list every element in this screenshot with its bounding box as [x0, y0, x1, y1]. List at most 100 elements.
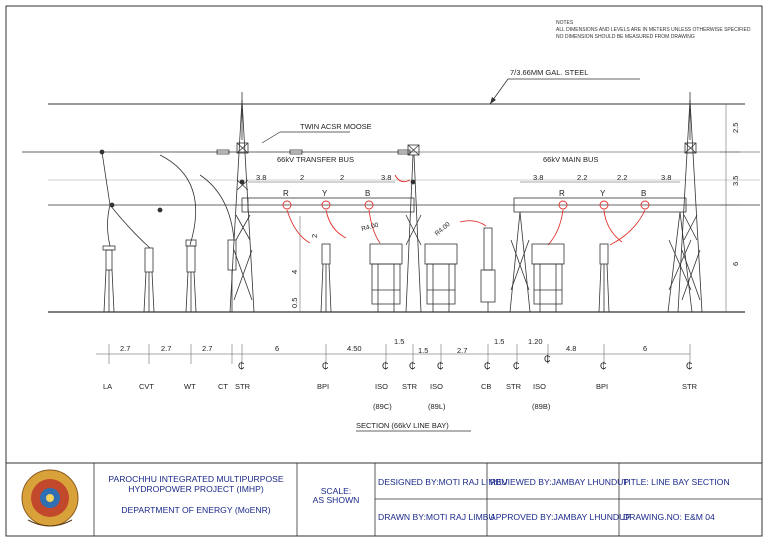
conductor-label: TWIN ACSR MOOSE	[300, 122, 372, 131]
hdim-5: 4.50	[347, 344, 362, 353]
right-gantry-tower	[677, 92, 703, 313]
transfer-dim-1: 3.8	[256, 173, 266, 182]
circuit-breaker	[480, 227, 496, 312]
bottom-dimension-line	[96, 344, 691, 364]
lightning-arrester	[102, 245, 116, 313]
label-la: LA	[103, 382, 112, 391]
main-dim-3: 2.2	[617, 173, 627, 182]
conductor-callout: TWIN ACSR MOOSE	[261, 122, 372, 144]
reviewed-by: REVIEWED BY:JAMBAY LHUNDUP	[490, 477, 630, 487]
vdim-equip-height: 4	[290, 270, 299, 274]
label-str-4: STR	[682, 382, 698, 391]
label-cvt: CVT	[139, 382, 154, 391]
transfer-bus-phase-circles	[282, 200, 374, 210]
hdim-6: 1.5	[394, 337, 404, 346]
centerline-iso-89b: ₵	[544, 354, 551, 364]
main-dim-2: 2.2	[577, 173, 587, 182]
phase-label-y-main: Y	[600, 189, 606, 198]
main-bus-phase-circles	[558, 200, 650, 210]
transfer-dim-4: 3.8	[381, 173, 391, 182]
phase-label-r-main: R	[559, 189, 565, 198]
hdim-2: 2.7	[161, 344, 171, 353]
label-bpi-1: BPI	[317, 382, 329, 391]
wave-trap-equipment	[185, 239, 197, 313]
cvt-equipment	[143, 247, 155, 313]
bpi-right-equipment	[598, 243, 610, 313]
main-bus-label: 66kV MAIN BUS	[543, 155, 598, 164]
hdim-12: 6	[643, 344, 647, 353]
centerline-bpi-left: ₵	[322, 361, 329, 371]
sheet-border	[5, 5, 763, 537]
hdim-3: 2.7	[202, 344, 212, 353]
project-name-line-2: HYDROPOWER PROJECT (IMHP)	[128, 484, 264, 494]
notes-heading: NOTES	[556, 20, 574, 26]
line-entry-conductors	[99, 149, 416, 249]
approved-by: APPROVED BY:JAMBAY LHUNDUP	[490, 512, 632, 522]
transfer-bus-beam	[241, 197, 415, 213]
hdim-11: 4.8	[566, 344, 576, 353]
label-ct: CT	[218, 382, 228, 391]
label-wt: WT	[184, 382, 196, 391]
centerline-iso-89c: ₵	[382, 361, 389, 371]
phase-label-b-main: B	[641, 189, 646, 198]
label-str-1: STR	[235, 382, 251, 391]
vdim-bus: 3.5	[731, 176, 740, 186]
label-iso-3: ISO	[533, 382, 546, 391]
label-str-3: STR	[506, 382, 522, 391]
phase-label-y-transfer: Y	[322, 189, 328, 198]
drawing-title: TITLE: LINE BAY SECTION	[623, 477, 730, 487]
label-iso-89c: (89C)	[373, 402, 392, 411]
current-transformer-equipment	[227, 239, 237, 312]
main-dim-4: 3.8	[661, 173, 671, 182]
vdim-bpi-rise: 2	[310, 234, 319, 238]
isolator-89c	[369, 243, 403, 312]
centerline-str-left: ₵	[238, 361, 245, 371]
label-iso-2: ISO	[430, 382, 443, 391]
right-vertical-dimension	[720, 104, 740, 312]
emblem-logo	[21, 469, 79, 527]
label-cb: CB	[481, 382, 491, 391]
centerline-bpi-right: ₵	[600, 361, 607, 371]
isolator-89l	[424, 243, 458, 312]
centerline-str-main: ₵	[513, 361, 520, 371]
red-droppers	[286, 174, 646, 246]
transfer-dim-2: 2	[300, 173, 304, 182]
label-iso-1: ISO	[375, 382, 388, 391]
department-name: DEPARTMENT OF ENERGY (MoENR)	[121, 505, 271, 515]
phase-label-b-transfer: B	[365, 189, 370, 198]
vdim-lower: 6	[731, 262, 740, 266]
section-title: SECTION (66kV LINE BAY)	[356, 421, 449, 430]
vdim-earth-wire: 2.5	[731, 123, 740, 133]
label-iso-89l: (89L)	[428, 402, 446, 411]
notes-line-2: NO DIMENSION SHOULD BE MEASURED FROM DRA…	[556, 34, 695, 40]
transfer-dim-3: 2	[340, 173, 344, 182]
project-name-line-1: PAROCHHU INTEGRATED MULTIPURPOSE	[108, 474, 284, 484]
vdim-plinth: 0.5	[290, 298, 299, 308]
phase-label-r-transfer: R	[283, 189, 289, 198]
hdim-7: 1.5	[418, 346, 428, 355]
title-block-grid	[93, 463, 762, 536]
hdim-1: 2.7	[120, 344, 130, 353]
centerline-cb: ₵	[484, 361, 491, 371]
left-gantry-tower	[229, 92, 255, 313]
radius-label-2: R4.00	[434, 221, 452, 238]
hdim-4: 6	[275, 344, 279, 353]
isolator-89b	[531, 243, 565, 312]
centerline-iso-89l: ₵	[437, 361, 444, 371]
label-str-2: STR	[402, 382, 418, 391]
designed-by: DESIGNED BY:MOTI RAJ LIMBU	[378, 477, 508, 487]
radius-label-1: R4.00	[361, 222, 380, 233]
main-bus-gantry	[509, 197, 693, 313]
scale-value: AS SHOWN	[312, 495, 360, 505]
scale-label: SCALE:	[320, 486, 352, 496]
label-iso-89b: (89B)	[532, 402, 551, 411]
hdim-10: 1.20	[528, 337, 543, 346]
centerline-str-mid: ₵	[409, 361, 416, 371]
hdim-8: 2.7	[457, 346, 467, 355]
earth-wire: 7/3.66MM GAL. STEEL	[48, 68, 745, 105]
transfer-bus-label: 66kV TRANSFER BUS	[277, 155, 354, 164]
bpi-left-equipment	[320, 243, 332, 313]
mid-gantry-tower	[405, 144, 422, 313]
